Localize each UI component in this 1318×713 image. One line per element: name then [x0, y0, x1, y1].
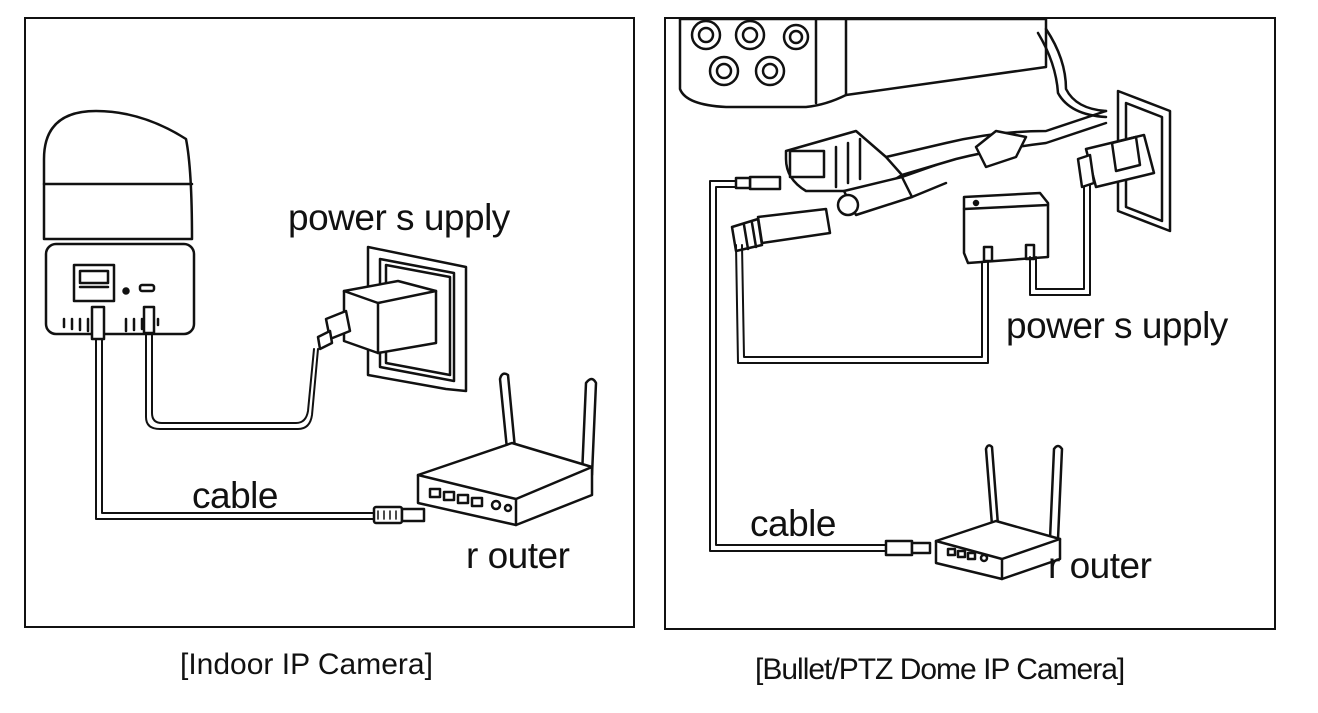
label-power-supply: power s upply — [1006, 305, 1228, 346]
ac-cable — [1029, 178, 1091, 296]
caption-bullet: [Bullet/PTZ Dome IP Camera] — [755, 653, 1125, 686]
rj45-plug-icon — [372, 505, 426, 525]
rj45-plug-icon — [734, 175, 782, 191]
ethernet-cable — [709, 180, 889, 552]
wall-outlet-icon — [1076, 89, 1172, 233]
caption-indoor: [Indoor IP Camera] — [180, 648, 433, 681]
bullet-camera-panel: power s upply cable r outer — [664, 17, 1276, 630]
rj45-plug-icon-router — [884, 539, 932, 557]
indoor-camera-panel: power s upply cable r outer — [24, 17, 635, 628]
label-power-supply: power s upply — [288, 197, 510, 238]
power-adapter-icon — [316, 279, 438, 355]
label-cable: cable — [750, 503, 836, 544]
dc-plug-icon — [730, 207, 832, 253]
label-router: r outer — [466, 535, 570, 576]
dc-cable — [735, 244, 989, 364]
router-icon — [416, 372, 598, 527]
router-icon — [934, 444, 1064, 581]
ethernet-cable — [95, 338, 377, 520]
ptz-camera-icon — [42, 109, 196, 336]
power-box-icon — [962, 191, 1050, 265]
bullet-diagram — [678, 19, 1172, 581]
bullet-camera-icon — [678, 19, 1108, 119]
camera-cable-plugs — [90, 305, 156, 341]
power-cable — [145, 332, 319, 430]
indoor-diagram — [42, 109, 598, 527]
label-router: r outer — [1048, 545, 1152, 586]
camera-cable-bundle — [784, 109, 1108, 217]
label-cable: cable — [192, 475, 278, 516]
